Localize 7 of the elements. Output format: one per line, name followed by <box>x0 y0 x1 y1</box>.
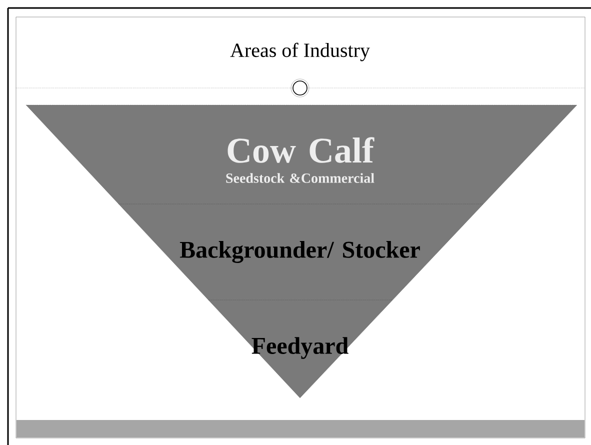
funnel-band: Backgrounder/ Stocker <box>118 204 484 300</box>
node-label: Seedstock &Commercial <box>226 173 374 183</box>
node-label: Feedyard <box>252 337 348 359</box>
funnel-band: Feedyard <box>208 300 393 398</box>
funnel-band: Cow Calf Seedstock &Commercial <box>26 104 578 204</box>
title: Areas of Industry <box>230 42 370 62</box>
node-label: Cow Calf <box>228 137 374 163</box>
